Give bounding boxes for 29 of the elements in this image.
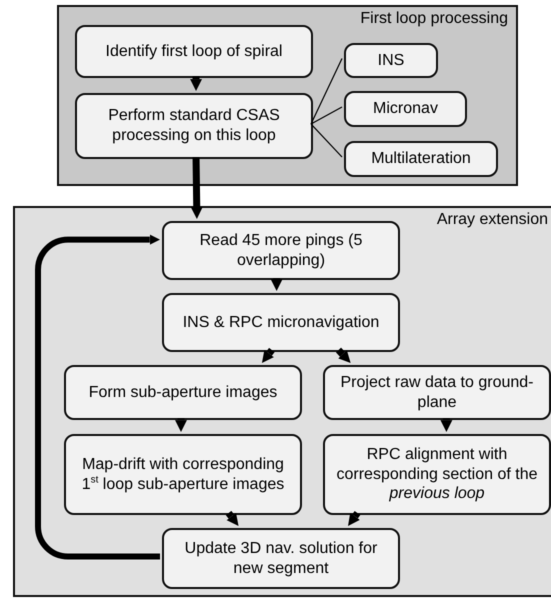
arrow <box>190 156 203 219</box>
arrow <box>262 348 275 363</box>
group-title: First loop processing <box>360 10 508 28</box>
group-panel <box>13 206 551 597</box>
arrow <box>348 510 360 526</box>
process-box: Project raw data to ground-plane <box>323 365 551 420</box>
process-box: Read 45 more pings (5 overlapping) <box>162 221 400 280</box>
process-box: Perform standard CSAS processing on this loop <box>75 93 313 159</box>
process-box: Form sub-aperture images <box>64 365 302 420</box>
arrow <box>175 418 187 432</box>
arrow <box>270 278 283 291</box>
process-box: Identify first loop of spiral <box>75 25 313 78</box>
arrow <box>440 418 452 432</box>
process-box: Micronav <box>344 91 467 127</box>
process-box: Map-drift with corresponding 1$^{st}$ loop sub-aperture images <box>64 434 302 515</box>
connector-line <box>310 124 342 158</box>
connector-line <box>310 58 343 124</box>
process-box: INS <box>344 43 438 78</box>
arrow <box>226 510 239 526</box>
arrow <box>35 234 160 560</box>
process-box: RPC alignment with corresponding section of the previous loop <box>323 434 551 515</box>
process-box: Update 3D nav. solution for new segment <box>162 528 400 589</box>
group-title: Array extension <box>436 211 548 229</box>
group-panel <box>57 5 518 186</box>
process-box: INS & RPC micronavigation <box>162 293 400 352</box>
connector-line <box>310 106 342 125</box>
process-box: Multilateration <box>344 141 498 177</box>
arrow <box>190 76 202 91</box>
arrow <box>336 348 351 363</box>
